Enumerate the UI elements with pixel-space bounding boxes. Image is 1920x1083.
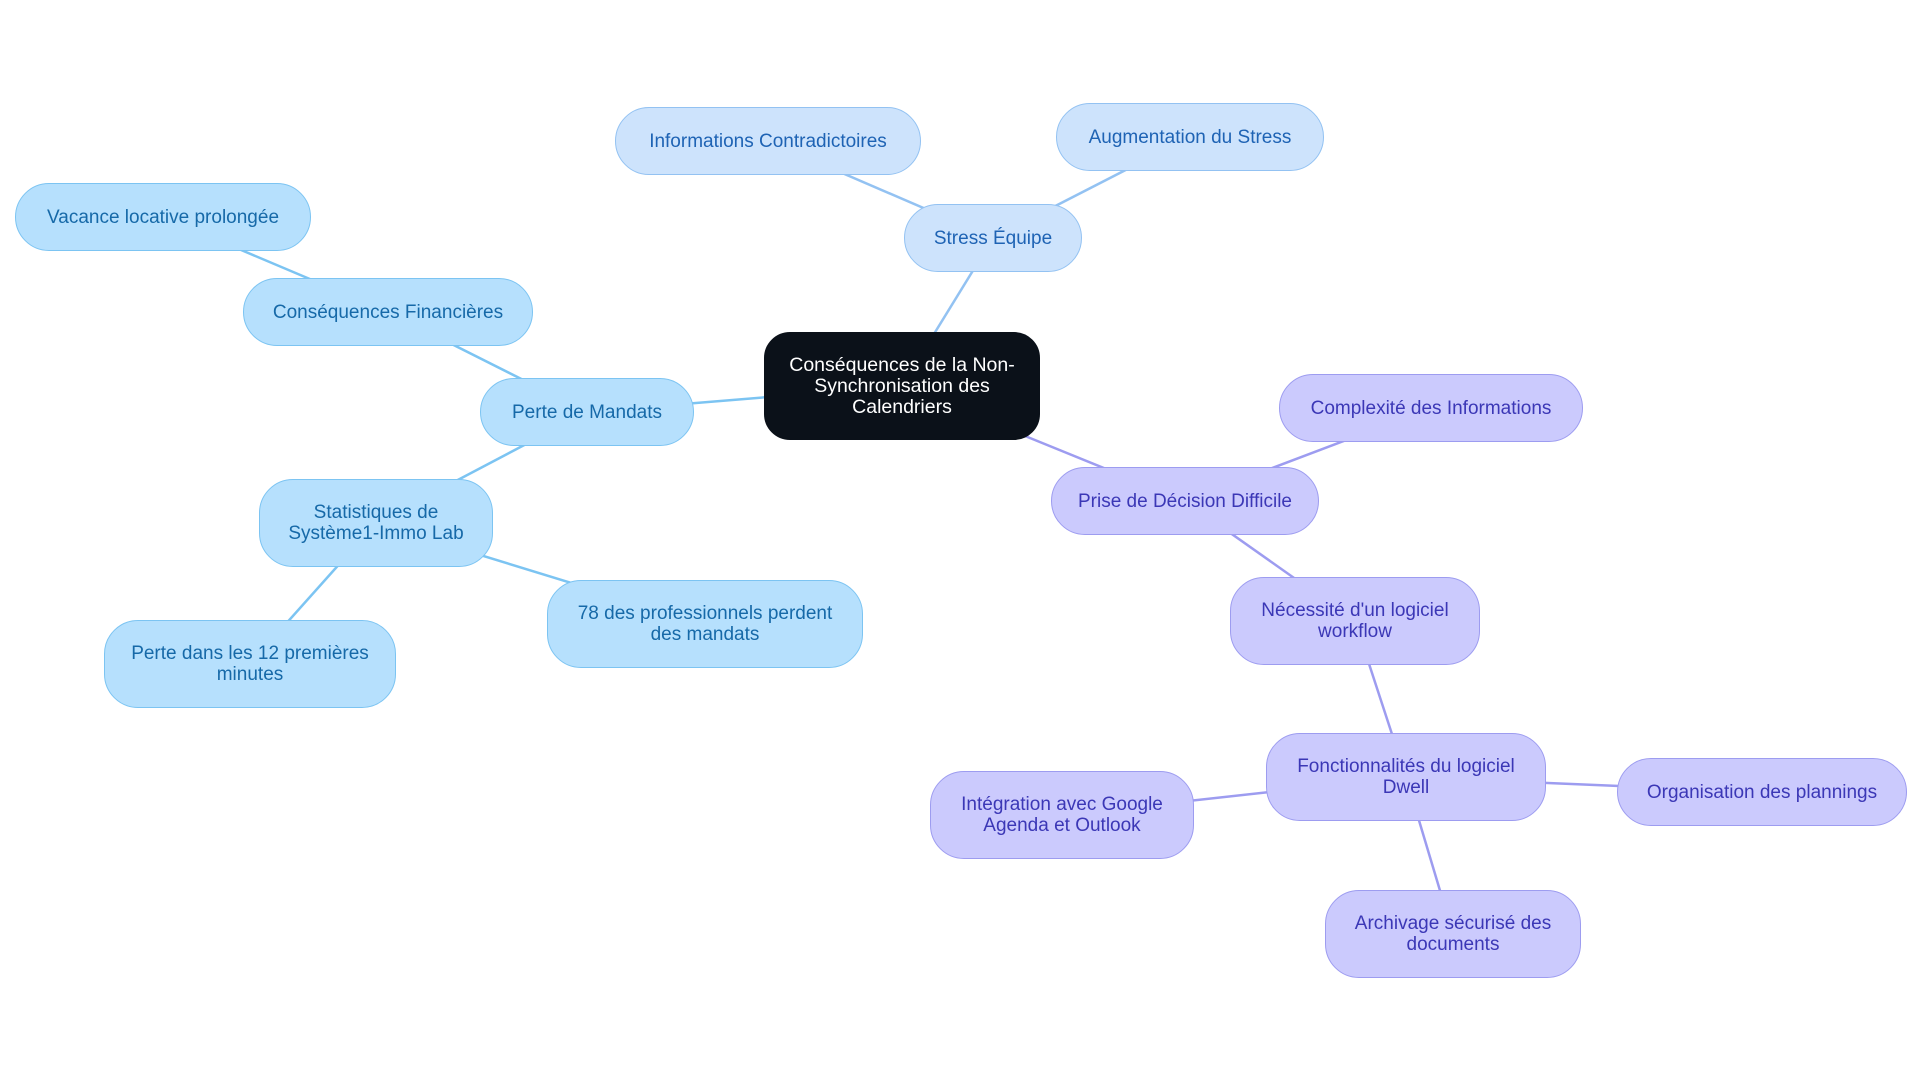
node-prise-de-decision-label: Prise de Décision Difficile — [1077, 490, 1292, 512]
node-complexite-des-informations[interactable]: Complexité des Informations — [1279, 374, 1583, 442]
node-stress-equipe[interactable]: Stress Équipe — [904, 204, 1082, 272]
root-node-label: Conséquences de la Non-Synchronisation d… — [789, 353, 1015, 418]
node-augmentation-du-stress[interactable]: Augmentation du Stress — [1056, 103, 1324, 171]
node-organisation-des-plannings[interactable]: Organisation des plannings — [1617, 758, 1907, 826]
node-informations-contradictoires-label: Informations Contradictoires — [649, 130, 887, 152]
node-necessite-logiciel-workflow-label: Nécessité d'un logiciel workflow — [1261, 600, 1449, 642]
node-78-professionnels[interactable]: 78 des professionnels perdent des mandat… — [547, 580, 863, 668]
node-perte-de-mandats-label: Perte de Mandats — [512, 401, 662, 423]
node-vacance-locative[interactable]: Vacance locative prolongée — [15, 183, 311, 251]
node-stress-equipe-label: Stress Équipe — [933, 227, 1053, 249]
node-complexite-des-informations-label: Complexité des Informations — [1310, 397, 1552, 419]
node-integration-google-outlook-label: Intégration avec Google Agenda et Outloo… — [961, 794, 1163, 836]
node-statistiques-label: Statistiques de Système1-Immo Lab — [288, 502, 464, 544]
node-statistiques[interactable]: Statistiques de Système1-Immo Lab — [259, 479, 493, 567]
node-prise-de-decision[interactable]: Prise de Décision Difficile — [1051, 467, 1319, 535]
node-vacance-locative-label: Vacance locative prolongée — [46, 206, 280, 228]
node-fonctionnalites-dwell-label: Fonctionnalités du logiciel Dwell — [1297, 756, 1515, 798]
node-necessite-logiciel-workflow[interactable]: Nécessité d'un logiciel workflow — [1230, 577, 1480, 665]
node-informations-contradictoires[interactable]: Informations Contradictoires — [615, 107, 921, 175]
node-perte-12-minutes[interactable]: Perte dans les 12 premières minutes — [104, 620, 396, 708]
node-perte-12-minutes-label: Perte dans les 12 premières minutes — [131, 643, 369, 685]
node-integration-google-outlook[interactable]: Intégration avec Google Agenda et Outloo… — [930, 771, 1194, 859]
node-organisation-des-plannings-label: Organisation des plannings — [1646, 781, 1878, 803]
node-archivage-securise-label: Archivage sécurisé des documents — [1354, 913, 1552, 955]
node-consequences-financieres[interactable]: Conséquences Financières — [243, 278, 533, 346]
node-augmentation-du-stress-label: Augmentation du Stress — [1088, 126, 1292, 148]
node-perte-de-mandats[interactable]: Perte de Mandats — [480, 378, 694, 446]
node-78-professionnels-label: 78 des professionnels perdent des mandat… — [577, 603, 833, 645]
node-fonctionnalites-dwell[interactable]: Fonctionnalités du logiciel Dwell — [1266, 733, 1546, 821]
root-node[interactable]: Conséquences de la Non-Synchronisation d… — [764, 332, 1040, 440]
node-archivage-securise[interactable]: Archivage sécurisé des documents — [1325, 890, 1581, 978]
node-consequences-financieres-label: Conséquences Financières — [272, 301, 504, 323]
